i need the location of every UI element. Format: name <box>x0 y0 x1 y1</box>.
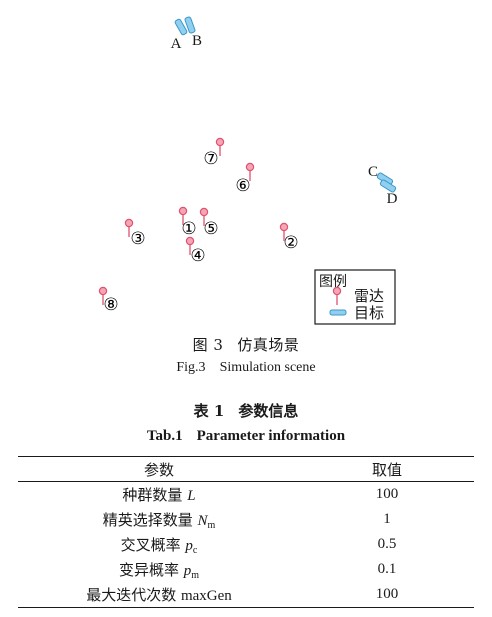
radar-5-label: ⑤ <box>203 219 218 239</box>
table-caption-cn-num: 表 1 <box>193 402 225 420</box>
table-row: 最大迭代次数 maxGen 100 <box>18 582 474 608</box>
figure-caption-cn-text: 仿真场景 <box>237 336 300 354</box>
param-symbol: maxGen <box>180 588 232 604</box>
value-cell: 0.5 <box>377 536 397 552</box>
legend: 图例 雷达 目标 <box>314 269 396 325</box>
param-subscript: m <box>191 569 200 581</box>
simulation-scene-figure: A B C D ⑦ ⑥ ① ⑤ ③ ④ ② ⑧ 图例 雷达 目标 <box>98 15 398 325</box>
target-d-label: D <box>387 191 398 207</box>
header-parameter: 参数 <box>18 456 300 482</box>
param-name: 交叉概率 <box>120 535 181 554</box>
param-symbol: N <box>197 512 208 529</box>
param-cell: 精英选择数量 Nm <box>18 507 300 532</box>
value-cell: 1 <box>383 511 391 527</box>
parameter-table: 参数 取值 种群数量 L 100 精英选择数量 Nm 1 交叉概率 pc 0.5… <box>18 456 474 608</box>
param-cell: 交叉概率 pc <box>18 532 300 557</box>
param-name: 变异概率 <box>118 560 179 579</box>
value-cell: 100 <box>375 486 399 502</box>
param-cell: 种群数量 L <box>18 482 300 508</box>
table-caption-en: Tab.1 Parameter information <box>0 428 492 445</box>
param-name: 种群数量 <box>122 486 183 504</box>
table-row: 精英选择数量 Nm 1 <box>18 507 474 532</box>
target-a-label: A <box>171 36 182 52</box>
param-cell: 变异概率 pm <box>18 557 300 582</box>
param-name: 最大迭代次数 <box>86 586 177 604</box>
radar-6-label: ⑥ <box>235 176 250 196</box>
param-symbol: p <box>185 537 193 554</box>
param-subscript: m <box>207 519 216 531</box>
value-cell: 100 <box>300 582 474 608</box>
table-header-row: 参数 取值 <box>18 456 474 482</box>
radar-7-label: ⑦ <box>203 149 218 169</box>
header-value: 取值 <box>300 456 474 482</box>
radar-8-label: ⑧ <box>103 295 118 315</box>
legend-title: 图例 <box>319 274 347 290</box>
radar-4-label: ④ <box>190 246 205 266</box>
figure-caption-cn: 图 3 仿真场景 <box>0 334 492 355</box>
legend-target-label: 目标 <box>354 304 384 322</box>
value-cell: 0.1 <box>377 561 397 577</box>
table-caption-cn: 表 1 参数信息 <box>0 400 492 421</box>
table-row: 交叉概率 pc 0.5 <box>18 532 474 557</box>
table-caption-en-num: Tab.1 <box>146 428 183 444</box>
figure-caption-en-num: Fig.3 <box>176 360 206 375</box>
param-name: 精英选择数量 <box>102 510 193 529</box>
table-row: 种群数量 L 100 <box>18 482 474 508</box>
param-cell: 最大迭代次数 maxGen <box>18 582 300 608</box>
radar-2-label: ② <box>283 233 298 253</box>
legend-radar-label: 雷达 <box>354 287 384 305</box>
legend-target-icon <box>329 309 347 316</box>
radar-3-label: ③ <box>130 229 145 249</box>
table-caption-en-text: Parameter information <box>196 428 346 444</box>
figure-caption-cn-num: 图 3 <box>192 336 224 354</box>
target-b-label: B <box>192 33 202 49</box>
param-subscript: c <box>192 544 198 556</box>
param-symbol: p <box>183 562 192 579</box>
param-symbol: L <box>187 488 196 504</box>
target-c-label: C <box>368 164 378 180</box>
figure-caption-en-text: Simulation scene <box>219 360 316 375</box>
table-caption-cn-text: 参数信息 <box>238 402 299 420</box>
table-row: 变异概率 pm 0.1 <box>18 557 474 582</box>
radar-1-label: ① <box>181 219 196 239</box>
figure-caption-en: Fig.3 Simulation scene <box>0 360 492 376</box>
